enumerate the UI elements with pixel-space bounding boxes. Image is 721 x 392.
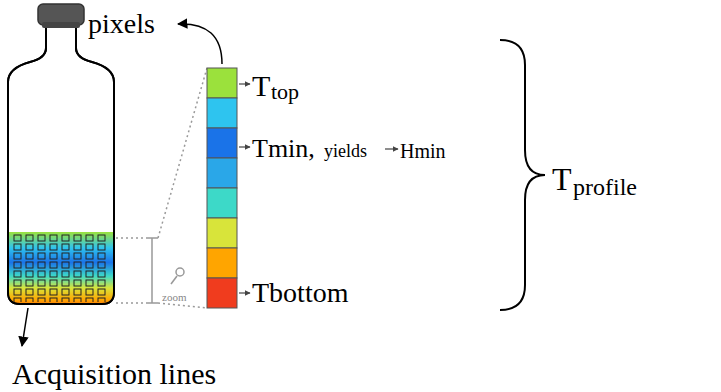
pixel-column [207,68,237,308]
symbol-label: Hmin [400,141,446,161]
pointer-arrow [22,308,28,346]
pointer-arrow [239,84,398,293]
symbol-label: T [552,163,572,195]
zoom-label: zoom [162,292,186,303]
note-label: yields [324,142,367,160]
symbol-label: Tmin, [252,136,315,162]
caption-label: Acquisition lines [12,359,216,389]
symbol-label: T [252,71,270,101]
callout-label: pixels [88,10,155,38]
vial-cap [38,4,84,25]
acquisition-grid [12,234,108,302]
symbol-subscript: profile [573,175,637,199]
symbol-label: Tbottom [252,279,348,307]
curly-brace [500,40,545,310]
zoom-bracket [116,68,207,308]
vial-body [8,24,114,304]
symbol-subscript: top [271,81,299,103]
pointer-arrow [178,24,222,64]
